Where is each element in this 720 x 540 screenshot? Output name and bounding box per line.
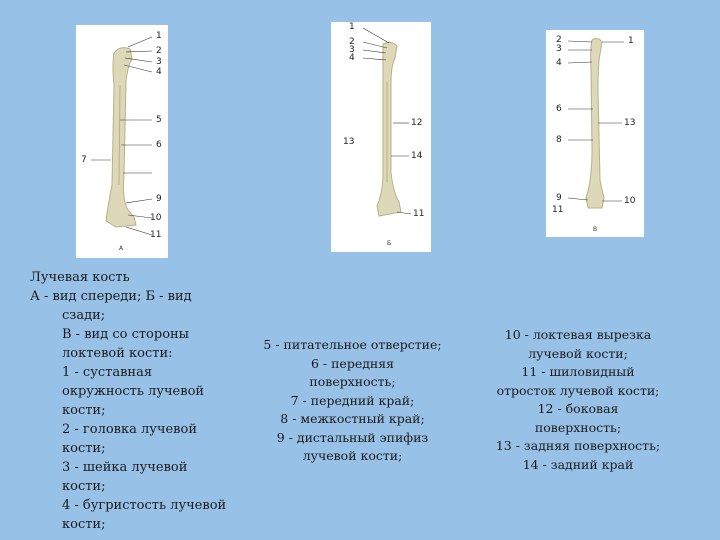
figure-panel-b: 1 2 3 4 12 13 14 11 Б [331, 22, 431, 252]
figure-panel-a: 1 2 3 4 5 6 7 9 10 11 А [76, 25, 168, 258]
label-9: 9 [556, 193, 562, 203]
caption-line: В - вид со стороны [62, 327, 190, 342]
caption-line: окружность лучевой [62, 384, 205, 399]
label-2: 2 [556, 35, 562, 45]
caption-line: 5 - питательное отверстие; [263, 337, 442, 352]
view-letter-b: Б [387, 240, 392, 247]
caption-line: лучевой кости; [302, 448, 403, 463]
label-1: 1 [349, 22, 355, 32]
label-11: 11 [413, 209, 425, 219]
caption-line: 14 - задний край [522, 456, 634, 472]
view-letter-a: А [119, 245, 124, 252]
caption-line: 12 - боковая [537, 401, 619, 416]
label-10: 10 [624, 196, 636, 206]
label-5: 5 [156, 115, 162, 125]
caption-line: 13 - задняя поверхность; [495, 438, 661, 453]
caption-line: поверхность; [309, 374, 396, 389]
label-4: 4 [349, 53, 355, 63]
caption-line: поверхность; [534, 419, 622, 435]
radius-bone-front-view [91, 36, 153, 236]
caption-column-1: Лучевая кость А - вид спереди; Б - вид с… [30, 268, 250, 534]
caption-column-3: 10 - локтевая вырезка лучевой кости; 11 … [467, 326, 689, 474]
label-10: 10 [150, 213, 162, 223]
label-3: 3 [156, 57, 162, 67]
caption-line: Лучевая кость [30, 270, 130, 285]
label-11: 11 [552, 205, 564, 215]
caption-column-2: 5 - питательное отверстие; 6 - передняя … [250, 336, 455, 466]
caption-line: кости; [62, 403, 106, 418]
view-letter-c: В [593, 226, 598, 233]
label-12: 12 [411, 118, 423, 128]
radius-bone-side-view [567, 37, 624, 209]
caption-line: 4 - бугристость лучевой [62, 498, 227, 513]
caption-line: лучевой кости; [528, 345, 628, 361]
label-4: 4 [556, 58, 562, 68]
caption-line: 7 - передний край; [290, 392, 415, 408]
label-9: 9 [156, 194, 162, 204]
caption-line: 6 - передняя [310, 355, 395, 371]
caption-line: 10 - локтевая вырезка [504, 327, 652, 342]
label-1: 1 [628, 36, 634, 46]
caption-line: локтевой кости: [62, 346, 173, 361]
caption-line: отросток лучевой кости; [496, 382, 660, 398]
label-2: 2 [349, 37, 355, 47]
label-13: 13 [343, 137, 355, 147]
label-2: 2 [156, 46, 162, 56]
caption-line: 9 - дистальный эпифиз [276, 429, 429, 445]
label-13: 13 [624, 118, 636, 128]
caption-line: 8 - межкостный край; [280, 411, 425, 426]
caption-line: 2 - головка лучевой [62, 422, 197, 437]
figure-panel-c: 2 1 3 4 6 13 8 9 10 11 В [546, 30, 644, 237]
caption-line: 1 - суставная [62, 365, 153, 380]
label-1: 1 [156, 31, 162, 41]
label-8: 8 [556, 135, 562, 145]
caption-line: кости; [62, 441, 106, 456]
caption-line: кости; [62, 479, 106, 494]
caption-line: А - вид спереди; Б - вид [30, 289, 192, 304]
caption-line: кости; [62, 517, 106, 532]
caption-line: сзади; [62, 308, 106, 323]
caption-line: 3 - шейка лучевой [62, 460, 188, 475]
label-14: 14 [411, 151, 423, 161]
label-7: 7 [81, 155, 87, 165]
radius-bone-back-view [362, 27, 412, 217]
label-3: 3 [556, 44, 562, 54]
label-3: 3 [349, 45, 355, 55]
label-6: 6 [556, 104, 562, 114]
label-11: 11 [150, 230, 162, 240]
label-6: 6 [156, 140, 162, 150]
caption-line: 11 - шиловидный [521, 364, 635, 379]
label-4: 4 [156, 67, 162, 77]
